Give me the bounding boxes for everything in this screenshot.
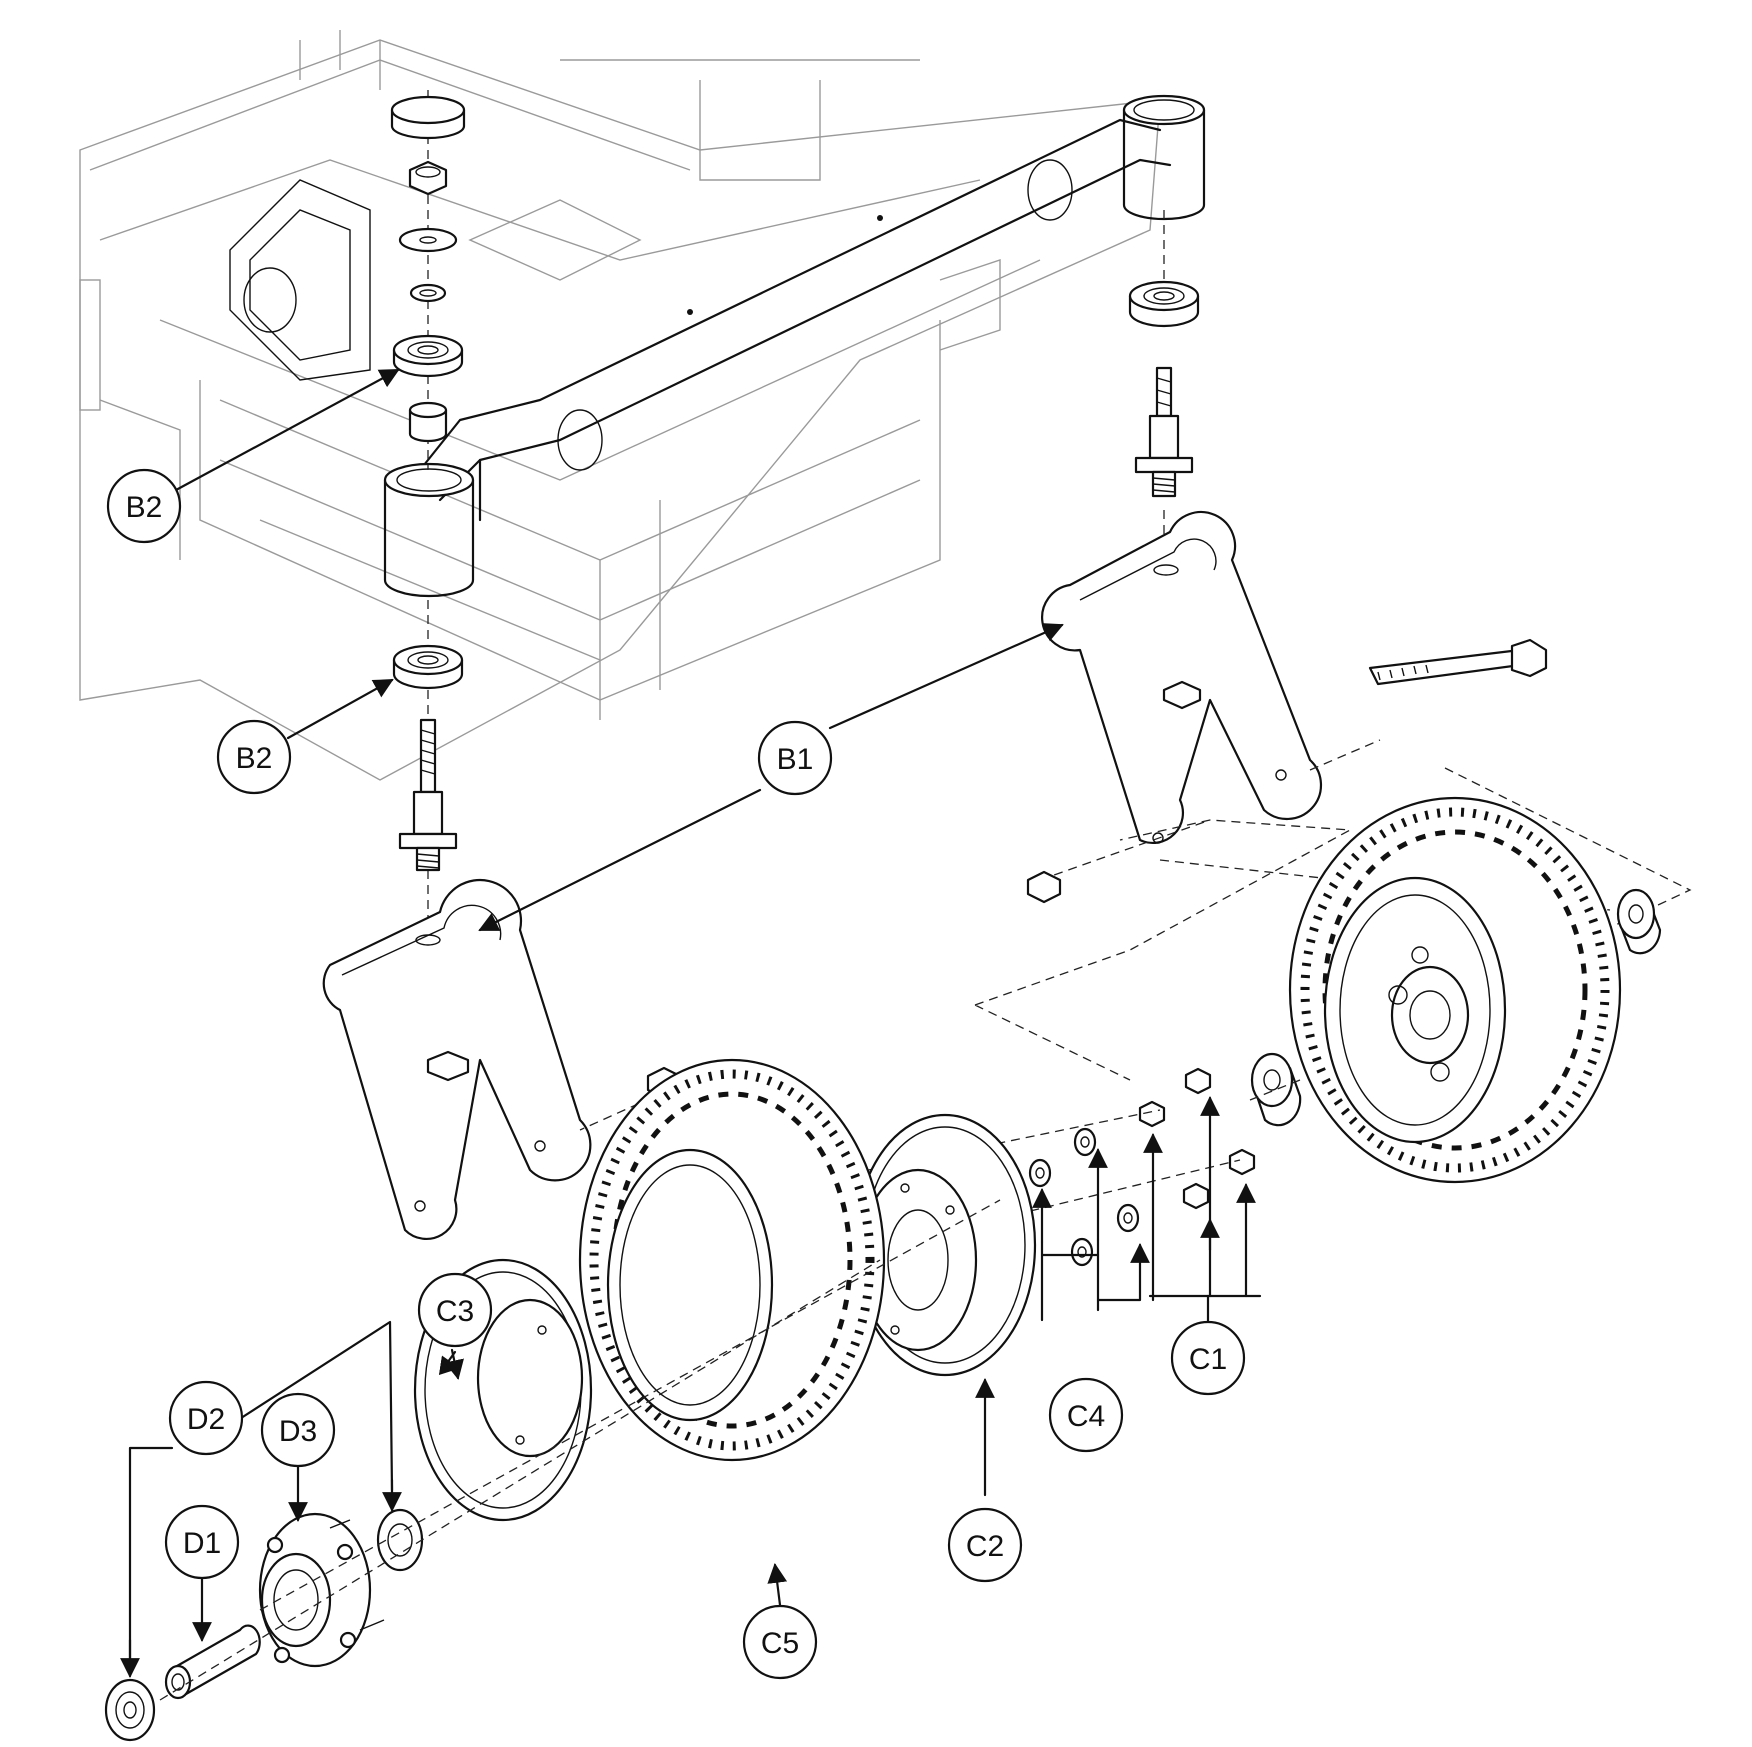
bearing-end <box>104 1678 156 1742</box>
washer-small <box>409 283 447 303</box>
base-frame <box>79 30 1161 781</box>
callout-b2-bottom: B2 <box>216 719 292 795</box>
callout-label: C2 <box>966 1530 1004 1563</box>
wheel-axis-line <box>159 1199 1001 1701</box>
hub <box>258 1512 385 1668</box>
wheel-half-outer <box>853 1113 1037 1377</box>
callout-label: C1 <box>1189 1343 1227 1376</box>
fork-left <box>322 878 592 1240</box>
spacer-center <box>1250 1052 1302 1127</box>
callout-b2-top: B2 <box>106 468 182 544</box>
washer-large <box>398 227 458 253</box>
callout-label: D3 <box>279 1415 317 1448</box>
c4-washers <box>1028 1127 1140 1267</box>
lock-nut-top <box>408 160 448 196</box>
callout-c3: C3 <box>417 1272 493 1348</box>
callout-c1: C1 <box>1170 1320 1246 1396</box>
left-head-tube <box>383 462 475 598</box>
callout-label: C4 <box>1067 1400 1105 1433</box>
nut-right <box>1026 870 1062 904</box>
stem-bolt-right <box>1134 366 1194 498</box>
bearing-bottom-left <box>392 644 464 690</box>
spacer-right <box>1616 888 1662 955</box>
callout-label: B1 <box>777 743 814 776</box>
pivot-bracket <box>229 179 371 381</box>
callout-c2: C2 <box>947 1507 1023 1583</box>
leader-lines <box>120 368 1262 1678</box>
callout-c4: C4 <box>1048 1377 1124 1453</box>
callout-label: C3 <box>436 1295 474 1328</box>
wheel-assembled-right <box>1288 796 1622 1184</box>
callout-label: B2 <box>236 742 273 775</box>
right-head-tube <box>1122 94 1206 221</box>
callout-b1: B1 <box>757 720 833 796</box>
callout-d1: D1 <box>164 1504 240 1580</box>
stem-bolt-left <box>398 718 458 872</box>
callout-d3: D3 <box>260 1392 336 1468</box>
callout-label: B2 <box>126 491 163 524</box>
axle-line-right <box>1039 739 1381 881</box>
bearing-top-left <box>392 334 464 378</box>
axle-bolt <box>1368 638 1548 686</box>
callout-label: D2 <box>187 1403 225 1436</box>
callout-label: D1 <box>183 1527 221 1560</box>
c1-nuts <box>1138 1067 1256 1210</box>
spacer-left <box>408 401 448 443</box>
callout-d2: D2 <box>168 1380 244 1456</box>
bearing-right <box>1128 280 1200 328</box>
callout-c5: C5 <box>742 1604 818 1680</box>
axle-sleeve <box>164 1624 261 1700</box>
callout-label: C5 <box>761 1627 799 1660</box>
tire <box>578 1058 886 1462</box>
cap <box>390 95 466 140</box>
fork-right <box>1041 510 1323 845</box>
bearing-hub <box>376 1508 424 1572</box>
